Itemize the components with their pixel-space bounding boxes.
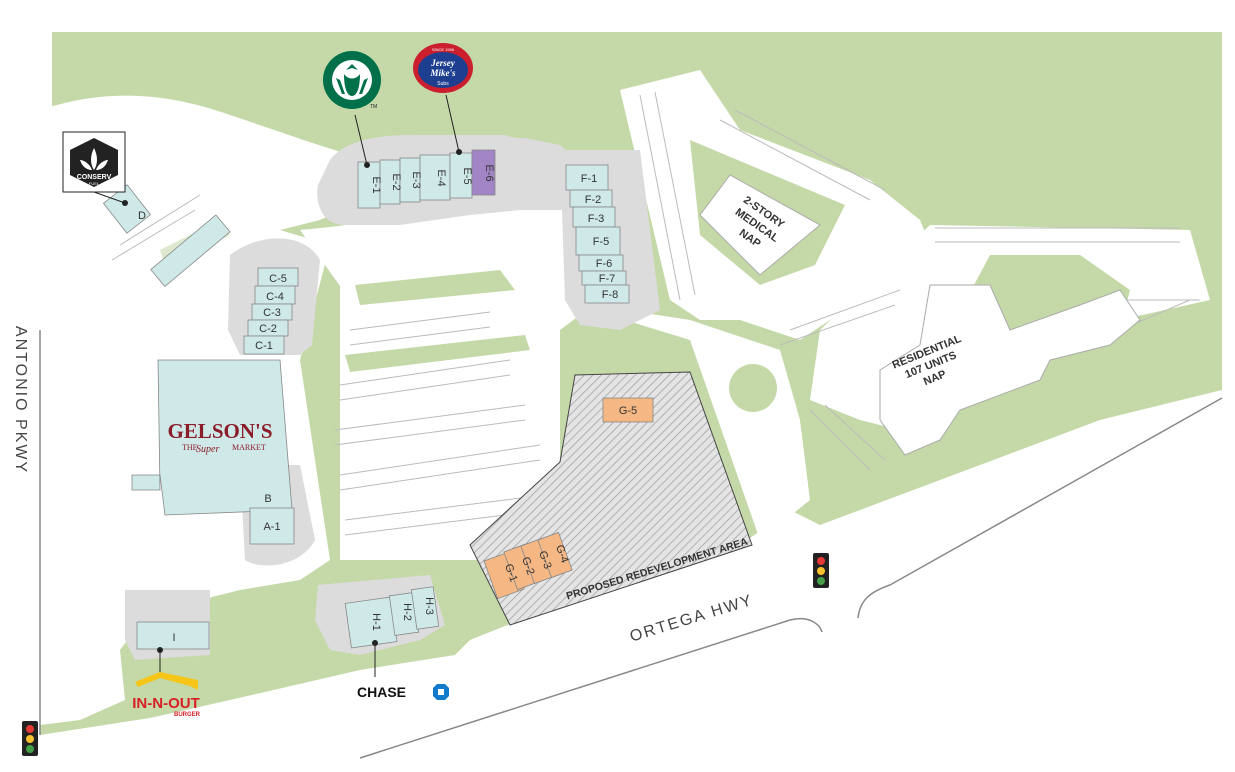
conserv-logo[interactable]: CONSERV FUEL xyxy=(62,131,126,193)
building-e xyxy=(357,149,496,209)
building-h xyxy=(344,586,440,649)
unit-i[interactable] xyxy=(136,621,210,650)
unit-e-4[interactable] xyxy=(419,154,451,201)
jersey-mikes-top: SINCE 1956 xyxy=(432,47,455,52)
label-f-7: F-7 xyxy=(599,273,616,285)
unit-f-1[interactable] xyxy=(565,164,609,191)
ortega-hwy-edge-south xyxy=(857,397,1223,619)
label-f-8: F-8 xyxy=(602,289,619,301)
building-b xyxy=(131,359,295,545)
label-g-1: G-1 xyxy=(502,562,520,583)
label-f-2: F-2 xyxy=(585,194,602,206)
label-g-5: G-5 xyxy=(619,405,637,417)
label-e-4: E-4 xyxy=(435,169,447,186)
leaf-icon xyxy=(80,148,108,170)
building-i xyxy=(136,621,210,650)
unit-a-1[interactable] xyxy=(249,507,295,545)
in-n-out-sub: BURGER xyxy=(174,712,201,718)
chase-octagon-icon xyxy=(433,684,449,700)
starbucks-logo[interactable]: TM xyxy=(323,51,381,110)
building-g xyxy=(483,397,654,600)
chase-logo[interactable]: CHASE xyxy=(357,684,449,700)
conserv-name: CONSERV xyxy=(77,174,112,181)
label-b: B xyxy=(264,493,271,505)
street-label-antonio: ANTONIO PKWY xyxy=(12,326,29,474)
unit-d[interactable] xyxy=(102,184,152,234)
label-e-2: E-2 xyxy=(390,173,402,190)
leader-dot xyxy=(122,200,128,206)
building-d xyxy=(102,184,231,287)
label-c-4: C-4 xyxy=(266,291,284,303)
label-e-3: E-3 xyxy=(410,171,422,188)
leader-dot xyxy=(364,162,370,168)
label-a-1: A-1 xyxy=(263,521,280,533)
arrow-icon xyxy=(135,672,198,690)
ortega-hwy-edge-north xyxy=(359,618,823,759)
road-edges xyxy=(39,330,1223,759)
gelsons-tag-script: Super xyxy=(196,444,219,455)
label-e-6: E-6 xyxy=(483,164,495,181)
gelsons-tag-left: THE xyxy=(182,443,198,452)
grass-strip xyxy=(345,335,530,372)
in-n-out-name: IN-N-OUT xyxy=(132,695,200,712)
unit-c-1[interactable] xyxy=(243,335,285,355)
unit-f-8[interactable] xyxy=(584,284,630,304)
leader-dot xyxy=(372,640,378,646)
grass-strip xyxy=(355,270,515,305)
building-c xyxy=(243,267,299,355)
chase-name: CHASE xyxy=(357,684,406,700)
building-f xyxy=(565,164,630,304)
jersey-mikes-line-3: Subs xyxy=(437,81,449,87)
unit-g-4[interactable] xyxy=(537,531,573,579)
label-f-6: F-6 xyxy=(596,258,613,270)
conserv-sub: FUEL xyxy=(89,181,100,186)
label-c-2: C-2 xyxy=(259,323,277,335)
label-f-3: F-3 xyxy=(588,213,605,225)
label-h-3: H-3 xyxy=(423,597,435,615)
label-h-2: H-2 xyxy=(401,603,413,621)
jersey-mikes-line-2: Mike's xyxy=(429,68,455,78)
gelsons-building[interactable] xyxy=(131,359,293,516)
unit-g-5[interactable] xyxy=(602,397,654,423)
siren-icon xyxy=(336,64,368,96)
gelsons-name: GELSON'S xyxy=(167,419,272,443)
jersey-mikes-logo[interactable]: SINCE 1956 Jersey Mike's Subs xyxy=(413,43,473,93)
leader-dot xyxy=(157,647,163,653)
traffic-light-icon xyxy=(813,553,829,588)
medical-building xyxy=(699,174,821,276)
jersey-mikes-line-1: Jersey xyxy=(430,58,455,68)
label-g-3: G-3 xyxy=(536,549,554,570)
label-e-1: E-1 xyxy=(370,176,382,193)
label-c-5: C-5 xyxy=(269,273,287,285)
grass-island xyxy=(485,78,555,138)
unit-h-3[interactable] xyxy=(410,586,440,630)
unit-e-6[interactable] xyxy=(471,149,496,196)
label-g-4: G-4 xyxy=(553,543,571,564)
residential-building xyxy=(879,284,1141,456)
parking-stalls xyxy=(111,91,1200,536)
leader-lines xyxy=(93,94,460,677)
traffic-light-icon xyxy=(22,721,38,756)
label-d: D xyxy=(138,210,146,222)
label-c-1: C-1 xyxy=(255,340,273,352)
canopy xyxy=(150,214,231,287)
in-n-out-logo[interactable]: IN-N-OUT BURGER xyxy=(132,672,201,718)
label-f-5: F-5 xyxy=(593,236,610,248)
label-h-1: H-1 xyxy=(370,613,382,631)
gelsons-tag-right: MARKET xyxy=(232,443,266,452)
label-e-5: E-5 xyxy=(461,167,473,184)
leader-dot xyxy=(456,149,462,155)
roundabout-island xyxy=(729,364,777,412)
gelsons-logo: GELSON'S THE Super MARKET xyxy=(167,419,272,455)
label-c-3: C-3 xyxy=(263,307,281,319)
starbucks-tm: TM xyxy=(370,104,377,110)
label-g-2: G-2 xyxy=(519,555,537,576)
unit-f-5[interactable] xyxy=(575,226,621,256)
label-f-1: F-1 xyxy=(581,173,598,185)
label-i: I xyxy=(172,632,175,644)
